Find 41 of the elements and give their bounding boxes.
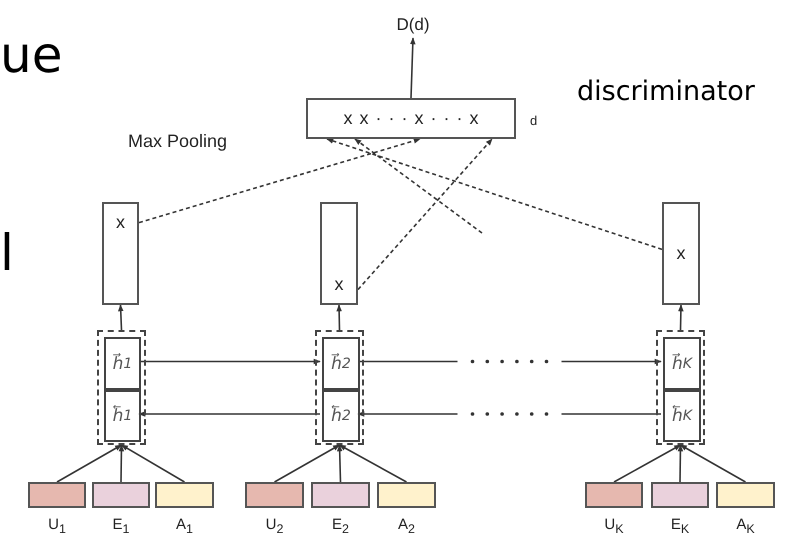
slide-text: l: [0, 228, 14, 278]
dashed-arrow: [326, 138, 662, 250]
arrow: [56, 444, 122, 483]
vector-label: d: [530, 114, 538, 127]
hidden-vector-box: x: [102, 202, 139, 305]
hidden-vector-box: x: [662, 202, 700, 305]
layer-label: Max Pooling: [128, 132, 228, 150]
input-label: A$_{K}$: [735, 516, 756, 536]
input-label: U$_{1}$: [47, 516, 67, 536]
lstm-cell-group: [656, 330, 705, 445]
dashed-arrow: [357, 138, 493, 290]
arrow: [410, 37, 416, 98]
input-label: E$_{2}$: [331, 516, 350, 536]
arrow: [614, 444, 682, 483]
input-label: A$_{1}$: [175, 516, 194, 536]
arrow: [336, 304, 342, 330]
dashed-arrow: [354, 138, 482, 234]
arrow: [678, 444, 684, 482]
arrow: [120, 444, 185, 483]
arrow: [138, 411, 320, 417]
lstm-cell-group: [97, 330, 146, 445]
arrow: [336, 444, 342, 482]
hidden-vector-box: x: [320, 202, 358, 305]
arrow: [139, 358, 321, 364]
component-title: discriminator: [577, 78, 755, 105]
arrow: [678, 304, 684, 330]
input-label: E$_{1}$: [112, 516, 130, 536]
slide-text: ue: [0, 30, 62, 80]
lstm-cell-group: [315, 330, 364, 445]
arrow: [274, 444, 340, 483]
input-label: E$_{K}$: [670, 516, 690, 536]
arrow: [338, 444, 407, 483]
input-label: A$_{2}$: [397, 516, 416, 536]
arrow: [118, 304, 124, 330]
input-label: U$_{K}$: [603, 516, 625, 536]
arrow: [118, 444, 124, 482]
dashed-arrow: [138, 138, 421, 224]
output-label: D(d): [390, 12, 436, 38]
pooling-vector: x x · · · x · · · x: [306, 98, 516, 139]
arrow: [680, 444, 746, 483]
input-label: U$_{2}$: [264, 516, 284, 536]
